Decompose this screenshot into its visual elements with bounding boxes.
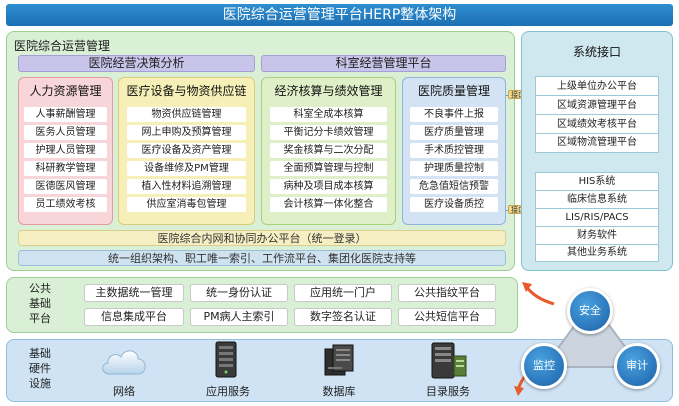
list-item: 医疗设备质控 [410,197,498,212]
security-node: 安全 [567,288,613,334]
list-item: 医疗质量管理 [410,125,498,140]
hardware-item-label: 网络 [113,385,135,398]
dept-management-header: 科室经营管理平台 [261,55,506,72]
list-item: 奖金核算与二次分配 [270,143,387,158]
list-item: 供应室消毒包管理 [127,197,246,212]
list-item: 病种及项目成本核算 [270,179,387,194]
arrow-icon [514,386,524,396]
quality-column: 医院质量管理 不良事件上报 医疗质量管理 手术质控管理 护理质量控制 危急值短信… [402,77,506,225]
hr-column: 人力资源管理 人事薪酬管理 医务人员管理 护理人员管理 科研教学管理 医德医风管… [18,77,113,225]
list-item: 区域绩效考核平台 [536,115,658,134]
list-item: 手术质控管理 [410,143,498,158]
decision-analysis-header: 医院经营决策分析 [18,55,255,72]
server-icon [215,341,237,378]
economic-column-title: 经济核算与绩效管理 [274,84,383,98]
directory-server-icon [431,342,467,379]
hardware-label: 基础 硬件 设施 [29,347,51,390]
list-item: 人事薪酬管理 [24,107,107,122]
business-system-list: HIS系统 临床信息系统 LIS/RIS/PACS 财务软件 其他业务系统 [535,172,659,262]
hardware-item-label: 目录服务 [426,385,470,398]
list-item: 危急值短信预警 [410,179,498,194]
supply-column: 医疗设备与物资供应链 物资供应链管理 网上申购及预算管理 医疗设备及资产管理 设… [118,77,255,225]
list-item: 全面预算管理与控制 [270,161,387,176]
list-item: 医疗设备及资产管理 [127,143,246,158]
list-item: 网上申购及预算管理 [127,125,246,140]
public-service-item: 数字签名认证 [294,308,392,326]
public-service-item: PM病人主索引 [190,308,288,326]
database-icon [324,344,354,376]
cloud-icon [102,350,146,375]
list-item: 临床信息系统 [536,191,658,209]
list-item: 设备维修及PM管理 [127,161,246,176]
list-item: 植入性材料追溯管理 [127,179,246,194]
public-service-item: 应用统一门户 [294,284,392,302]
list-item: 不良事件上报 [410,107,498,122]
audit-node: 审计 [614,343,660,389]
system-interface-title: 系统接口 [572,45,621,59]
supply-column-title: 医疗设备与物资供应链 [126,84,247,98]
list-item: 区域物流管理平台 [557,137,637,148]
hardware-item-label: 数据库 [322,385,356,398]
list-item: 会计核算一体化整合 [270,197,387,212]
monitor-node: 监控 [521,343,567,389]
economic-column: 经济核算与绩效管理 科室全成本核算 平衡记分卡绩效管理 奖金核算与二次分配 全面… [261,77,396,225]
arrow-icon [522,282,532,292]
public-service-item: 公共指纹平台 [398,284,496,302]
public-service-item: 信息集成平台 [84,308,184,326]
list-item: 护理人员管理 [24,143,107,158]
public-platform-label: 公共 基础 平台 [29,282,51,325]
list-item: 平衡记分卡绩效管理 [270,125,387,140]
quality-column-title: 医院质量管理 [417,84,490,98]
list-item: 上级单位办公平台 [536,77,658,96]
hardware-item-label: 应用服务 [206,385,250,398]
operations-title: 医院综合运营管理 [14,39,111,53]
list-item: 科研教学管理 [24,161,107,176]
external-platform-list: 上级单位办公平台 区域资源管理平台 区域绩效考核平台 区域物流管理平台 [535,76,659,153]
hr-column-title: 人力资源管理 [29,84,102,98]
list-item: 医务人员管理 [24,125,107,140]
list-item: 物资供应链管理 [127,107,246,122]
public-service-item: 主数据统一管理 [84,284,184,302]
page-title: 医院综合运营管理平台HERP整体架构 [6,4,673,26]
list-item: 护理质量控制 [410,161,498,176]
list-item: 医德医风管理 [24,179,107,194]
list-item: 其他业务系统 [567,247,627,258]
office-platform-bar: 医院综合内网和协同办公平台（统一登录） [18,230,506,246]
public-service-item: 公共短信平台 [398,308,496,326]
public-service-item: 统一身份认证 [190,284,288,302]
list-item: 科室全成本核算 [270,107,387,122]
list-item: HIS系统 [536,173,658,191]
list-item: 区域资源管理平台 [536,96,658,115]
support-bar: 统一组织架构、职工唯一索引、工作流平台、集团化医院支持等 [18,250,506,266]
arrow-icon [524,285,555,306]
list-item: 财务软件 [536,227,658,245]
list-item: 员工绩效考核 [24,197,107,212]
list-item: LIS/RIS/PACS [536,209,658,227]
